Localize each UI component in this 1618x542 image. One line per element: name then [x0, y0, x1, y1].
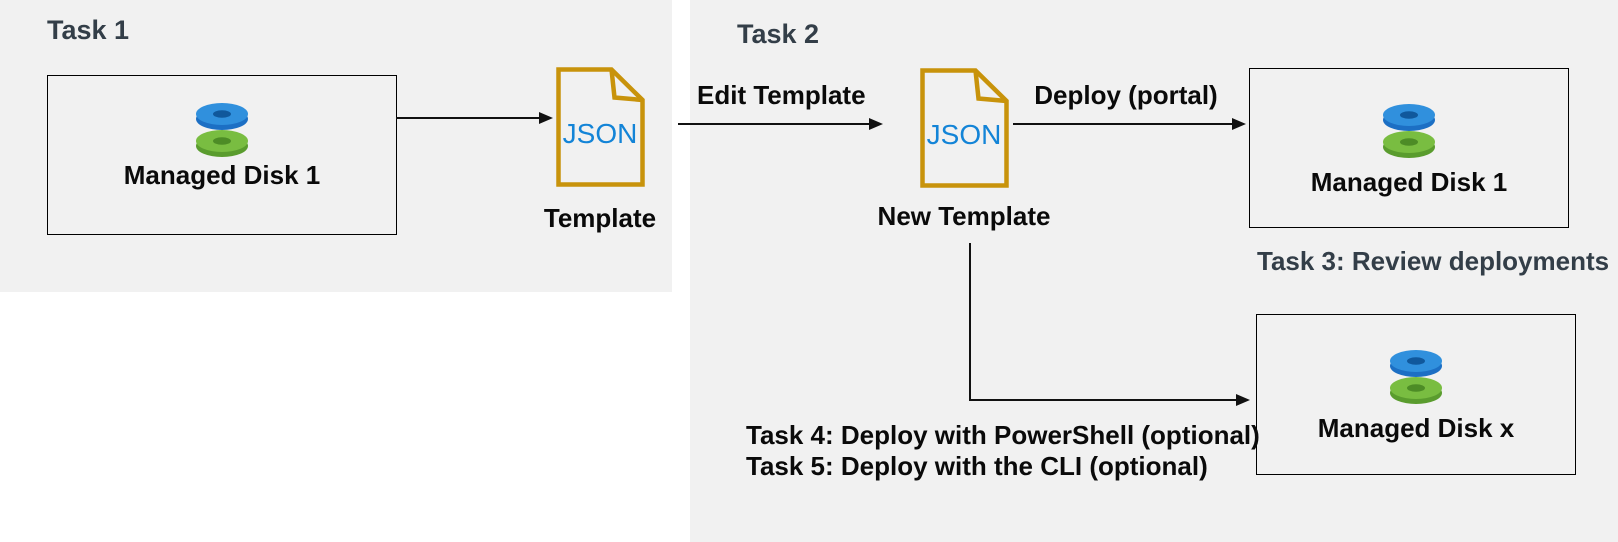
connector-newtemplate-head	[1236, 394, 1250, 406]
task1-heading: Task 1	[47, 15, 130, 45]
task3-heading: Task 3: Review deployments	[1257, 246, 1610, 276]
new-template-json-file-icon: JSON	[920, 68, 1009, 188]
template-json-text: JSON	[563, 118, 638, 149]
managed-disk-deployed-box: Managed Disk 1	[1249, 68, 1569, 228]
new-template-json-text: JSON	[927, 119, 1002, 150]
managed-disk-deployed-label: Managed Disk 1	[1310, 167, 1508, 197]
arrow-deploy-portal-line	[1013, 123, 1233, 125]
task2-panel	[690, 0, 1618, 542]
edit-template-arrow-label: Edit Template	[697, 80, 866, 110]
arrow-box-to-template-line	[396, 117, 540, 119]
arrow-deploy-portal-head	[1232, 118, 1246, 130]
green-disk	[1383, 131, 1435, 158]
blue-disk	[196, 103, 248, 130]
task4-task5-text: Task 4: Deploy with PowerShell (optional…	[746, 420, 1260, 482]
blue-disk	[1383, 104, 1435, 131]
managed-disk-source-box: Managed Disk 1	[47, 75, 397, 235]
arrow-box-to-template-head	[539, 112, 553, 124]
blue-disk	[1390, 350, 1442, 377]
template-caption: Template	[543, 203, 657, 233]
task2-heading: Task 2	[737, 19, 820, 49]
new-template-caption: New Template	[877, 201, 1051, 231]
arrow-edit-template-head	[869, 118, 883, 130]
green-disk	[196, 130, 248, 157]
folded-corner	[973, 70, 1007, 104]
connector-newtemplate-horizontal-line	[969, 399, 1237, 401]
managed-disk-x-label: Managed Disk x	[1317, 413, 1515, 443]
connector-newtemplate-vertical-line	[969, 243, 971, 400]
arrow-edit-template-line	[678, 123, 870, 125]
deploy-portal-arrow-label: Deploy (portal)	[1034, 80, 1218, 110]
green-disk	[1390, 377, 1442, 404]
task5-line: Task 5: Deploy with the CLI (optional)	[746, 451, 1208, 481]
managed-disk-icon	[1390, 350, 1442, 404]
task4-line: Task 4: Deploy with PowerShell (optional…	[746, 420, 1260, 450]
managed-disk-x-box: Managed Disk x	[1256, 314, 1576, 475]
template-json-file-icon: JSON	[556, 67, 645, 187]
managed-disk-icon	[1383, 104, 1435, 158]
folded-corner	[609, 69, 643, 103]
managed-disk-icon	[196, 103, 248, 157]
managed-disk-source-label: Managed Disk 1	[123, 160, 321, 190]
